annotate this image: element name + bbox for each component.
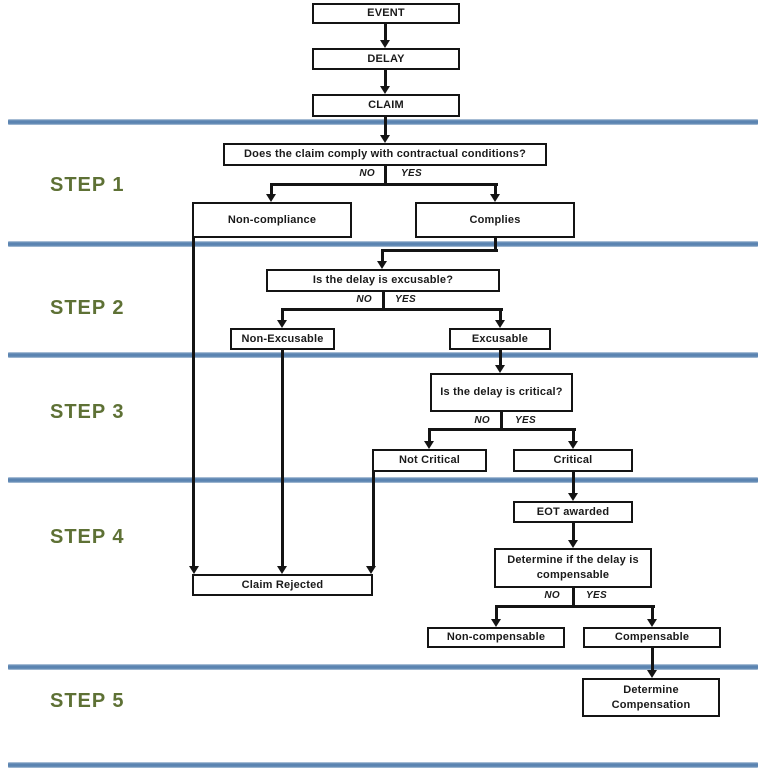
node-excusable: Excusable	[449, 328, 551, 350]
arrowhead-down-icon	[188, 566, 199, 574]
step-separator-line	[8, 119, 758, 125]
node-eot-awarded: EOT awarded	[513, 501, 633, 523]
node-question-contract-compliance: Does the claim comply with contractual c…	[223, 143, 547, 166]
node-claim-rejected: Claim Rejected	[192, 574, 373, 596]
node-compensable: Compensable	[583, 627, 721, 648]
connector-line	[427, 429, 431, 441]
connector-line	[383, 166, 387, 184]
step-separator-line	[8, 762, 758, 768]
arrowhead-down-icon	[646, 670, 657, 678]
node-non-compliance: Non-compliance	[192, 202, 352, 238]
arrowhead-down-icon	[376, 261, 387, 269]
step-2-label: STEP 2	[50, 297, 125, 319]
arrowhead-down-icon	[265, 194, 276, 202]
node-not-critical: Not Critical	[372, 449, 487, 472]
branch-label-yes: YES	[586, 590, 607, 601]
node-question-critical: Is the delay is critical?	[430, 373, 573, 412]
connector-line	[571, 429, 575, 441]
connector-line	[383, 70, 387, 86]
arrowhead-down-icon	[494, 365, 505, 373]
connector-line	[494, 604, 655, 608]
arrowhead-down-icon	[276, 566, 287, 574]
connector-line	[571, 523, 575, 540]
step-5-label: STEP 5	[50, 690, 125, 712]
arrowhead-down-icon	[567, 441, 578, 449]
arrowhead-down-icon	[490, 619, 501, 627]
step-separator-line	[8, 477, 758, 483]
connector-line	[380, 248, 498, 252]
connector-line	[650, 606, 654, 619]
connector-line	[493, 184, 497, 194]
connector-line	[280, 350, 284, 566]
arrowhead-down-icon	[646, 619, 657, 627]
step-separator-line	[8, 241, 758, 247]
branch-label-no: NO	[544, 590, 560, 601]
branch-label-yes: YES	[401, 168, 422, 179]
connector-line	[269, 184, 273, 194]
node-claim: CLAIM	[312, 94, 460, 117]
node-critical: Critical	[513, 449, 633, 472]
node-non-compensable: Non-compensable	[427, 627, 565, 648]
arrowhead-down-icon	[379, 135, 390, 143]
node-complies: Complies	[415, 202, 575, 238]
arrowhead-down-icon	[379, 86, 390, 94]
arrowhead-down-icon	[567, 540, 578, 548]
connector-line	[571, 588, 575, 607]
step-4-label: STEP 4	[50, 526, 125, 548]
branch-label-no: NO	[356, 294, 372, 305]
node-non-excusable: Non-Excusable	[230, 328, 335, 350]
connector-line	[280, 309, 284, 320]
connector-line	[493, 238, 497, 251]
arrowhead-down-icon	[494, 320, 505, 328]
arrowhead-down-icon	[423, 441, 434, 449]
connector-line	[499, 412, 503, 430]
connector-line	[371, 472, 375, 566]
node-question-compensable: Determine if the delay is compensable	[494, 548, 652, 588]
connector-line	[498, 309, 502, 320]
connector-line	[498, 350, 502, 365]
node-delay: DELAY	[312, 48, 460, 70]
connector-line	[383, 117, 387, 135]
connector-line	[650, 648, 654, 670]
step-3-label: STEP 3	[50, 401, 125, 423]
arrowhead-down-icon	[567, 493, 578, 501]
branch-label-no: NO	[474, 415, 490, 426]
connector-line	[383, 24, 387, 40]
node-determine-compensation: Determine Compensation	[582, 678, 720, 717]
arrowhead-down-icon	[365, 566, 376, 574]
branch-label-yes: YES	[515, 415, 536, 426]
connector-line	[494, 606, 498, 619]
step-separator-line	[8, 352, 758, 358]
step-1-label: STEP 1	[50, 174, 125, 196]
step-separator-line	[8, 664, 758, 670]
arrowhead-down-icon	[489, 194, 500, 202]
arrowhead-down-icon	[379, 40, 390, 48]
branch-label-yes: YES	[395, 294, 416, 305]
branch-label-no: NO	[359, 168, 375, 179]
node-event: EVENT	[312, 3, 460, 24]
connector-line	[427, 427, 576, 431]
connector-line	[571, 472, 575, 493]
connector-line	[280, 307, 503, 311]
connector-line	[380, 250, 384, 261]
connector-line	[191, 238, 195, 566]
connector-line	[381, 292, 385, 310]
connector-line	[269, 182, 498, 186]
arrowhead-down-icon	[276, 320, 287, 328]
node-question-excusable: Is the delay is excusable?	[266, 269, 500, 292]
